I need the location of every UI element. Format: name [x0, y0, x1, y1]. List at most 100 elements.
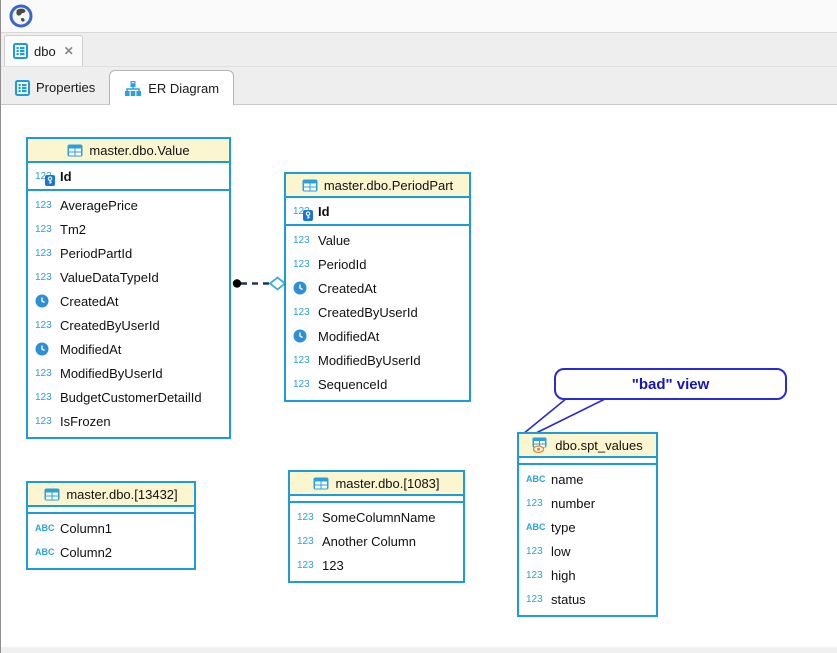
entity-title: master.dbo.Value	[89, 142, 190, 158]
column-name: type	[551, 519, 576, 535]
editor-tab-bar: dbo ✕	[1, 33, 837, 67]
close-icon[interactable]: ✕	[63, 44, 74, 58]
column-name: number	[551, 495, 596, 511]
datetime-icon	[293, 329, 318, 343]
tab-properties[interactable]: Properties	[1, 71, 109, 104]
numeric-type-icon: 123	[35, 319, 52, 331]
column-name: PeriodId	[318, 256, 367, 272]
entity-header[interactable]: master.dbo.Value	[28, 139, 229, 163]
numeric-pk-type-icon: 123	[293, 206, 318, 221]
tab-er-diagram-label: ER Diagram	[148, 80, 220, 96]
column-name: ModifiedByUserId	[60, 365, 163, 381]
table-list-icon	[13, 43, 28, 59]
editor-tab-dbo[interactable]: dbo ✕	[4, 35, 83, 66]
numeric-type-icon: 123	[35, 415, 52, 427]
entity-header[interactable]: master.dbo.[1083]	[290, 472, 463, 496]
column-row[interactable]: 123 CreatedByUserId	[286, 300, 469, 324]
numeric-type-icon: 123	[293, 354, 310, 366]
table-icon	[313, 477, 329, 490]
column-row[interactable]: ModifiedAt	[28, 337, 229, 361]
string-type-icon: ABC	[526, 522, 546, 532]
numeric-type-icon: 123	[35, 199, 52, 211]
column-name: ValueDataTypeId	[60, 269, 159, 285]
callout-text: "bad" view	[631, 375, 710, 393]
main-toolbar	[1, 0, 837, 33]
column-name: PeriodPartId	[60, 245, 133, 261]
entity-header[interactable]: master.dbo.[13432]	[28, 483, 194, 507]
column-row[interactable]: CreatedAt	[28, 289, 229, 313]
numeric-type-icon: 123	[526, 497, 543, 509]
column-row[interactable]: 123 IsFrozen	[28, 409, 229, 433]
column-row[interactable]: 123 ModifiedByUserId	[286, 348, 469, 372]
column-row[interactable]: ABC type	[519, 515, 656, 539]
properties-icon	[15, 79, 30, 96]
column-name: CreatedByUserId	[318, 304, 418, 320]
column-name: CreatedAt	[318, 280, 377, 296]
column-row[interactable]: 123 Id	[286, 199, 469, 223]
string-type-icon: ABC	[35, 523, 55, 533]
column-name: Column1	[60, 520, 113, 536]
column-row[interactable]: 123 PeriodId	[286, 252, 469, 276]
numeric-type-icon: 123	[297, 535, 314, 547]
column-row[interactable]: 123 SequenceId	[286, 372, 469, 396]
numeric-type-icon: 123	[293, 234, 310, 246]
column-name: Another Column	[322, 533, 416, 549]
entity-title: master.dbo.[13432]	[66, 486, 178, 502]
bottom-scrollbar-strip[interactable]	[1, 647, 837, 653]
numeric-type-icon: 123	[293, 258, 310, 270]
table-icon	[67, 144, 83, 157]
tab-er-diagram[interactable]: ER Diagram	[109, 70, 235, 105]
tab-properties-label: Properties	[36, 80, 96, 95]
column-row[interactable]: 123 number	[519, 491, 656, 515]
globe-icon[interactable]	[9, 4, 33, 28]
column-name: Id	[60, 168, 72, 184]
string-type-icon: ABC	[526, 474, 546, 484]
column-name: IsFrozen	[60, 413, 111, 429]
primary-key-section	[290, 496, 463, 503]
column-row[interactable]: ModifiedAt	[286, 324, 469, 348]
column-name: ModifiedAt	[60, 341, 122, 357]
column-row[interactable]: 123 ModifiedByUserId	[28, 361, 229, 385]
column-name: ModifiedByUserId	[318, 352, 421, 368]
column-name: 123	[322, 557, 344, 573]
column-row[interactable]: CreatedAt	[286, 276, 469, 300]
numeric-type-icon: 123	[35, 247, 52, 259]
callout-bad-view[interactable]: "bad" view	[554, 368, 787, 400]
column-row[interactable]: 123 ValueDataTypeId	[28, 265, 229, 289]
numeric-type-icon: 123	[35, 271, 52, 283]
entity-title: master.dbo.PeriodPart	[323, 177, 454, 193]
numeric-type-icon: 123	[293, 306, 310, 318]
column-name: SequenceId	[318, 376, 388, 392]
entity-header[interactable]: dbo.spt_values	[519, 434, 656, 458]
column-row[interactable]: 123 Id	[28, 164, 229, 188]
table-icon	[44, 488, 60, 501]
primary-key-section	[28, 507, 194, 514]
column-row[interactable]: ABC Column1	[28, 516, 194, 540]
entity-header[interactable]: master.dbo.PeriodPart	[286, 174, 469, 198]
numeric-type-icon: 123	[35, 367, 52, 379]
column-row[interactable]: 123 Another Column	[290, 529, 463, 553]
column-row[interactable]: 123 PeriodPartId	[28, 241, 229, 265]
column-name: Column2	[60, 544, 113, 560]
numeric-type-icon: 123	[293, 378, 310, 390]
